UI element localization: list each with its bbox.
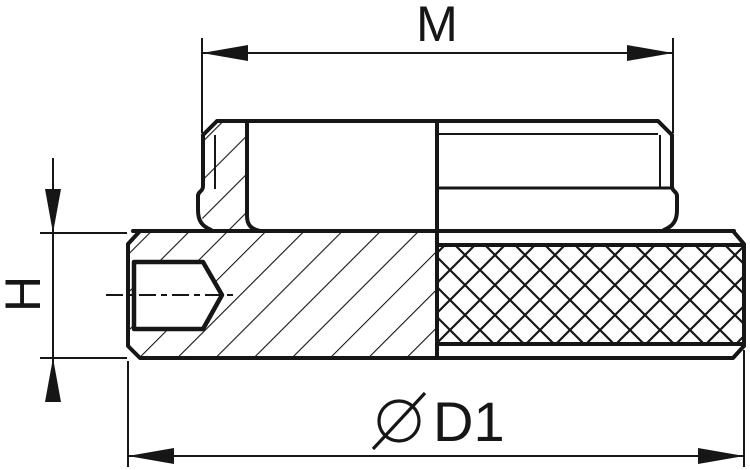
knurl-pattern <box>437 246 742 343</box>
boss-right-wall <box>662 133 679 232</box>
side-hole-outline <box>131 259 225 332</box>
m-label: M <box>416 0 458 52</box>
part-outline <box>126 119 746 360</box>
d1-label: D1 <box>433 390 505 453</box>
d1-arrowhead-left <box>128 448 174 464</box>
d1-arrowhead-right <box>698 448 744 464</box>
m-arrowhead-left <box>202 45 248 61</box>
thread-detail-lines <box>214 133 661 189</box>
h-arrowhead-up <box>45 358 61 402</box>
h-arrowhead-down <box>45 189 61 233</box>
dimension-h: H <box>0 158 127 402</box>
flange-outline <box>126 229 746 360</box>
diameter-symbol <box>371 391 427 451</box>
h-label: H <box>0 276 51 312</box>
dimension-m: M <box>201 0 674 133</box>
dimension-d1: D1 <box>127 350 745 467</box>
diameter-symbol-slash <box>371 391 427 451</box>
diameter-symbol-circle <box>377 399 421 443</box>
boss-left-wall <box>196 133 213 232</box>
m-arrowhead-right <box>627 45 673 61</box>
boss-wall-hatch <box>198 121 247 230</box>
